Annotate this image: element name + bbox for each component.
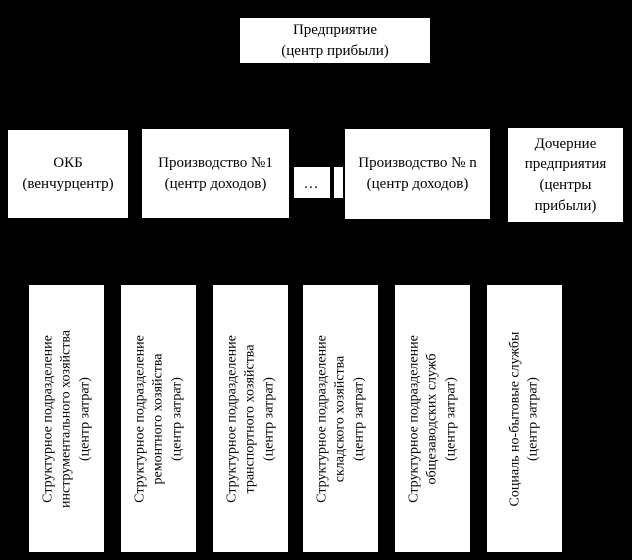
production-n-center-type: (центр доходов) [366, 176, 469, 192]
subsidiaries-line-2: предприятия [524, 156, 607, 173]
unit-line: ремонтного хозяйства [150, 353, 166, 484]
okb-center-type: (венчурцентр) [22, 176, 114, 192]
unit-line: транспортного хозяйства [242, 344, 258, 493]
unit-line: Структурное подразделение [131, 334, 147, 503]
unit-center-type: (центр затрат) [442, 376, 458, 461]
enterprise-center-type: (центр прибыли) [281, 42, 389, 59]
unit-box-repair: Структурное подразделение ремонтного хоз… [121, 285, 196, 552]
ellipsis-box: … [294, 167, 330, 198]
production-1-center-type: (центр доходов) [164, 175, 267, 192]
subsidiaries-line-4: прибыли) [534, 197, 597, 214]
unit-line: Социаль но-бытовые службы [507, 331, 523, 506]
unit-box-general-plant: Структурное подразделение общезаводских … [395, 285, 470, 552]
unit-line: Структурное подразделение [405, 334, 421, 503]
unit-center-type: (центр затрат) [168, 376, 184, 461]
unit-center-type: (центр затрат) [76, 376, 92, 461]
subsidiaries-line-1: Дочерние [534, 135, 597, 152]
okb-box: ОКБ (венчурцентр) [8, 130, 128, 218]
production-n-box: Производство № n (центр доходов) [345, 129, 490, 219]
unit-label: Структурное подразделение транспортного … [223, 285, 278, 552]
spacer-box [334, 167, 343, 198]
unit-box-social-services: Социаль но-бытовые службы (центр затрат) [487, 285, 562, 552]
unit-line: складского хозяйства [332, 355, 348, 482]
enterprise-box: Предприятие (центр прибыли) [240, 18, 430, 63]
unit-line: инструментального хозяйства [58, 329, 74, 508]
enterprise-name: Предприятие [292, 21, 378, 38]
unit-label: Структурное подразделение ремонтного хоз… [131, 285, 186, 552]
production-1-box: Производство №1 (центр доходов) [142, 129, 289, 218]
unit-label: Структурное подразделение инструментальн… [39, 285, 94, 552]
unit-line: Структурное подразделение [39, 334, 55, 503]
unit-box-transport: Структурное подразделение транспортного … [213, 285, 288, 552]
unit-line: Структурное подразделение [313, 334, 329, 503]
unit-center-type: (центр затрат) [260, 376, 276, 461]
unit-line: Структурное подразделение [223, 334, 239, 503]
unit-center-type: (центр затрат) [525, 376, 541, 461]
ellipsis-text: … [303, 176, 321, 193]
production-1-name: Производство №1 [158, 154, 273, 171]
unit-box-instrumental: Структурное подразделение инструментальн… [29, 285, 104, 552]
unit-line: общезаводских служб [424, 353, 440, 484]
subsidiaries-line-3: (центры [539, 177, 592, 193]
subsidiaries-box: Дочерние предприятия (центры прибыли) [508, 128, 623, 222]
unit-label: Структурное подразделение складского хоз… [313, 285, 368, 552]
unit-label: Структурное подразделение общезаводских … [405, 285, 460, 552]
okb-name: ОКБ [53, 155, 83, 172]
unit-label: Социаль но-бытовые службы (центр затрат) [506, 285, 543, 552]
unit-box-warehouse: Структурное подразделение складского хоз… [303, 285, 378, 552]
production-n-name: Производство № n [358, 155, 477, 172]
unit-center-type: (центр затрат) [350, 376, 366, 461]
